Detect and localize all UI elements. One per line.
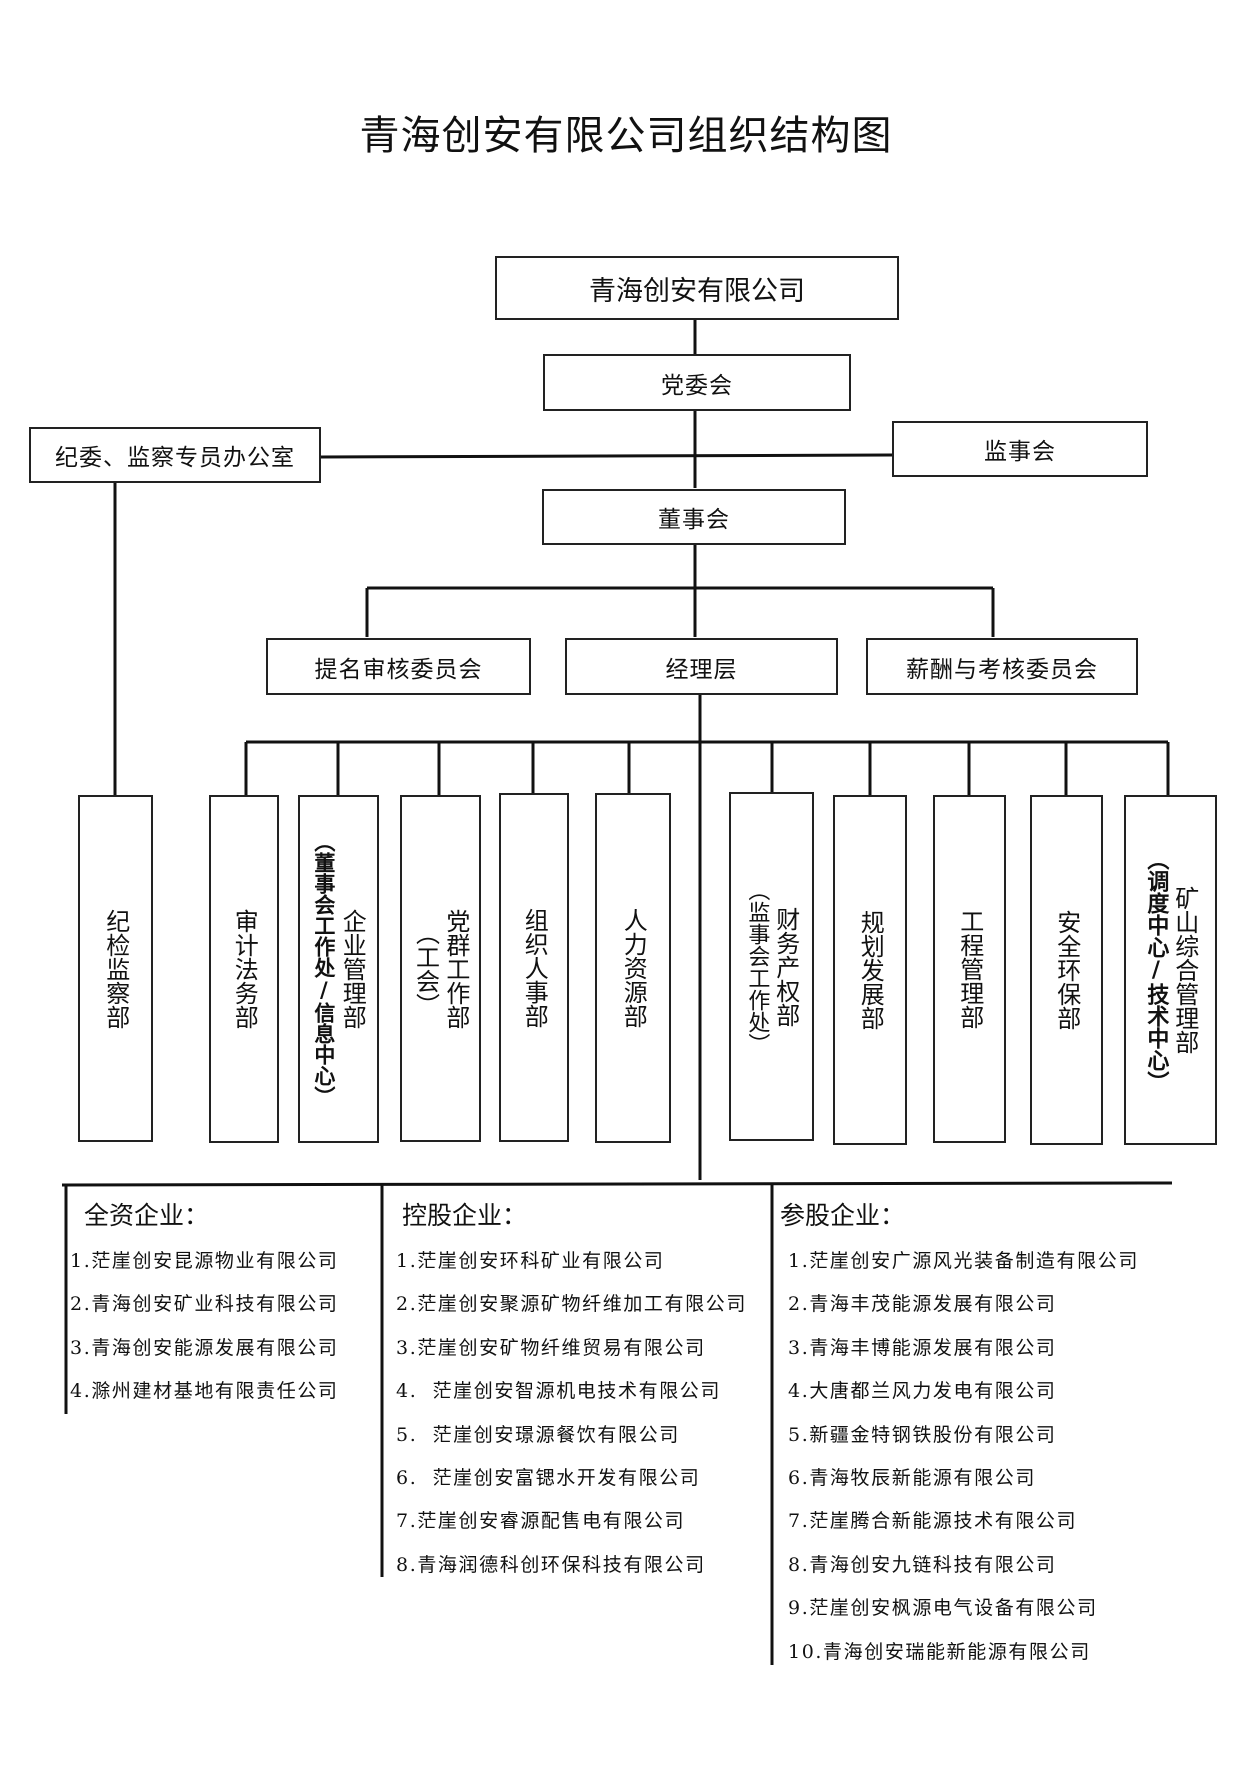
dept-enterprise: 企业管理部 （董事会工作处/信息中心）: [298, 795, 379, 1143]
dept-planning-label: 规划发展部: [856, 910, 885, 1030]
dept-finance-label: 财务产权部: [771, 906, 800, 1027]
list-item: 2.茫崖创安聚源矿物纤维加工有限公司: [396, 1293, 747, 1316]
participating-title: 参股企业：: [780, 1201, 906, 1230]
list-item: 6.青海牧辰新能源有限公司: [788, 1466, 1036, 1489]
list-item: 8.青海润德科创环保科技有限公司: [396, 1553, 706, 1576]
dept-org-label: 组织人事部: [520, 907, 549, 1028]
dept-mining-label: 矿山综合管理部: [1170, 886, 1199, 1054]
dept-enterprise-sublabel: （董事会工作处/信息中心）: [311, 831, 336, 1107]
company-label: 青海创安有限公司: [589, 275, 805, 307]
dept-hr-label: 人力资源部: [619, 908, 648, 1028]
list-item: 3.青海丰博能源发展有限公司: [788, 1336, 1057, 1359]
list-item: 9.茫崖创安枫源电气设备有限公司: [788, 1597, 1098, 1620]
management-label: 经理层: [665, 656, 738, 683]
dept-enterprise-label: 企业管理部: [338, 909, 367, 1029]
compensation-committee-box: 薪酬与考核委员会: [866, 638, 1138, 695]
nomination-committee-box: 提名审核委员会: [266, 638, 531, 695]
discipline-office-box: 纪委、监察专员办公室: [29, 427, 321, 483]
list-item: 1.茫崖创安广源风光装备制造有限公司: [788, 1250, 1139, 1272]
list-item: 4.大唐都兰风力发电有限公司: [788, 1380, 1057, 1403]
page-title: 青海创安有限公司组织结构图: [359, 113, 893, 159]
list-item: 3.青海创安能源发展有限公司: [70, 1336, 339, 1359]
dept-finance: 财务产权部 （监事会工作处）: [729, 792, 814, 1141]
list-item: 1.茫崖创安昆源物业有限公司: [70, 1250, 339, 1272]
dept-engineering-label: 工程管理部: [955, 909, 984, 1029]
list-item: 1.茫崖创安环科矿业有限公司: [396, 1250, 665, 1272]
dept-mining-sublabel: （调度中心/技术中心）: [1143, 847, 1169, 1093]
management-box: 经理层: [565, 638, 838, 695]
supervisory-board-label: 监事会: [984, 439, 1056, 465]
list-item: 6. 茫崖创安富锶水开发有限公司: [396, 1466, 701, 1489]
nomination-committee-label: 提名审核委员会: [314, 656, 483, 683]
dept-finance-sublabel: （监事会工作处）: [744, 878, 770, 1055]
holding-title: 控股企业：: [402, 1201, 528, 1230]
dept-safety-label: 安全环保部: [1052, 910, 1081, 1030]
dept-org: 组织人事部: [499, 793, 569, 1142]
company-box: 青海创安有限公司: [495, 256, 899, 320]
dept-safety: 安全环保部: [1030, 795, 1103, 1145]
list-item: 7.茫崖创安睿源配售电有限公司: [396, 1510, 686, 1533]
dept-audit: 审计法务部: [209, 795, 279, 1143]
dept-planning: 规划发展部: [833, 795, 907, 1145]
dept-mining: 矿山综合管理部 （调度中心/技术中心）: [1124, 795, 1217, 1145]
list-item: 2.青海丰茂能源发展有限公司: [788, 1293, 1057, 1316]
list-item: 5.新疆金特钢铁股份有限公司: [788, 1423, 1057, 1446]
list-item: 5. 茫崖创安璟源餐饮有限公司: [396, 1423, 680, 1446]
dept-engineering: 工程管理部: [933, 795, 1006, 1143]
list-item: 4. 茫崖创安智源机电技术有限公司: [396, 1380, 722, 1403]
list-item: 10.青海创安瑞能新能源有限公司: [788, 1640, 1091, 1663]
dept-discipline-label: 纪检监察部: [101, 908, 130, 1029]
wholly-owned-title: 全资企业：: [84, 1201, 210, 1230]
dept-party-sublabel: （工会）: [411, 920, 440, 1017]
compensation-committee-label: 薪酬与考核委员会: [906, 656, 1098, 683]
supervisory-board-box: 监事会: [892, 421, 1148, 477]
party-committee-label: 党委会: [661, 372, 733, 399]
dept-audit-label: 审计法务部: [230, 909, 259, 1029]
participating-list: 1.茫崖创安广源风光装备制造有限公司 2.青海丰茂能源发展有限公司 3.青海丰博…: [788, 1246, 1139, 1680]
list-item: 4.滁州建材基地有限责任公司: [70, 1380, 339, 1403]
party-committee-box: 党委会: [543, 354, 851, 411]
dept-discipline: 纪检监察部: [78, 795, 153, 1142]
holding-list: 1.茫崖创安环科矿业有限公司 2.茫崖创安聚源矿物纤维加工有限公司 3.茫崖创安…: [396, 1246, 747, 1593]
list-item: 7.茫崖腾合新能源技术有限公司: [788, 1510, 1078, 1533]
wholly-owned-list: 1.茫崖创安昆源物业有限公司 2.青海创安矿业科技有限公司 3.青海创安能源发展…: [70, 1246, 339, 1420]
list-item: 8.青海创安九链科技有限公司: [788, 1553, 1057, 1576]
discipline-office-label: 纪委、监察专员办公室: [55, 445, 295, 471]
dept-party: 党群工作部 （工会）: [400, 795, 481, 1142]
board-of-directors-box: 董事会: [542, 489, 846, 545]
board-of-directors-label: 董事会: [658, 507, 730, 533]
dept-party-label: 党群工作部: [441, 908, 470, 1029]
list-item: 3.茫崖创安矿物纤维贸易有限公司: [396, 1336, 706, 1359]
dept-hr: 人力资源部: [595, 793, 671, 1143]
list-item: 2.青海创安矿业科技有限公司: [70, 1293, 339, 1316]
